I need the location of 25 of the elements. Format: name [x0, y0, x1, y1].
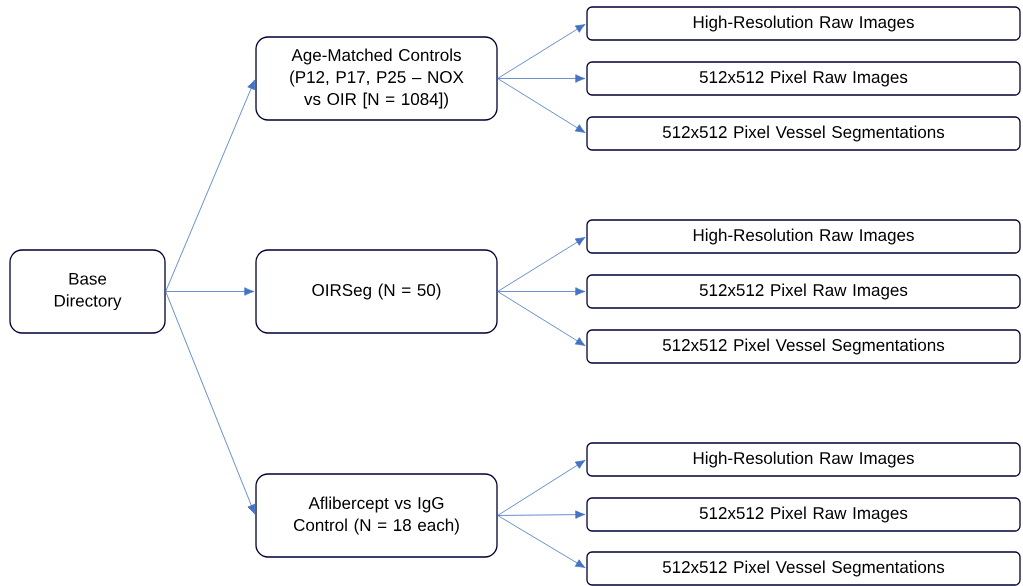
- arrow: [497, 23, 586, 79]
- folder-box: 512x512 Pixel Vessel Segmentations: [586, 551, 1021, 586]
- root-box: Base Directory: [9, 249, 166, 334]
- group-box: Aflibercept vs IgG Control (N = 18 each): [255, 473, 498, 558]
- group-box: OIRSeg (N = 50): [255, 249, 498, 334]
- arrow: [497, 236, 586, 292]
- folder-box: 512x512 Pixel Raw Images: [586, 497, 1021, 532]
- arrow: [497, 515, 586, 569]
- arrow: [165, 287, 255, 296]
- arrow: [497, 78, 586, 134]
- arrow: [165, 291, 256, 515]
- arrow: [497, 459, 586, 516]
- arrow: [497, 74, 586, 83]
- arrow: [497, 291, 586, 347]
- folder-box: 512x512 Pixel Vessel Segmentations: [586, 116, 1021, 151]
- folder-box: 512x512 Pixel Raw Images: [586, 61, 1021, 96]
- arrow: [497, 287, 586, 296]
- folder-box: High-Resolution Raw Images: [586, 442, 1021, 477]
- folder-box: High-Resolution Raw Images: [586, 6, 1021, 41]
- folder-box: 512x512 Pixel Raw Images: [586, 274, 1021, 309]
- folder-box: High-Resolution Raw Images: [586, 219, 1021, 254]
- group-box: Age-Matched Controls (P12, P17, P25 – NOX vs OIR [N = 1084]): [255, 36, 498, 121]
- folder-box: 512x512 Pixel Vessel Segmentations: [586, 329, 1021, 364]
- arrow: [165, 79, 256, 292]
- arrow: [497, 510, 586, 519]
